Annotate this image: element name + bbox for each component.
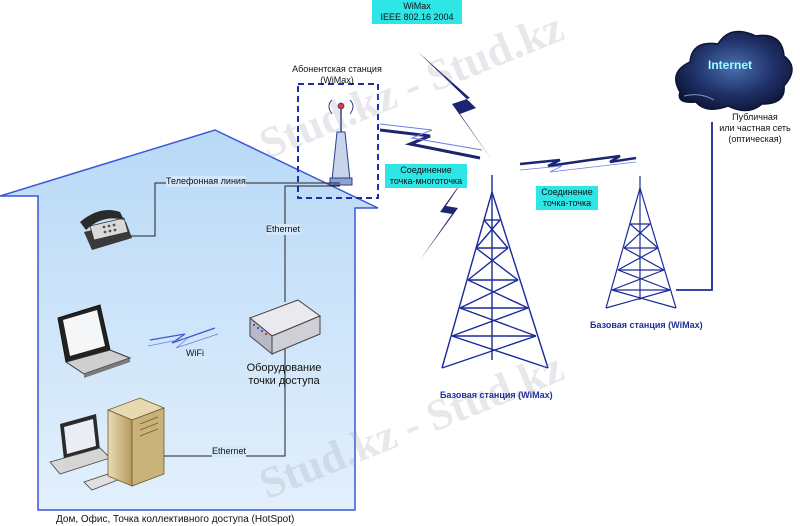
base-station-1-label: Базовая станция (WiMax) — [440, 390, 553, 400]
subscriber-station-label: Абонентская станция (WiMax) — [292, 64, 382, 85]
fiber-link — [676, 122, 713, 291]
ethernet-cable-top — [284, 185, 340, 302]
desktop-computer-icon — [49, 397, 166, 491]
wifi-label: WiFi — [186, 348, 204, 358]
wimax-uplink-bolt — [418, 52, 492, 160]
wimax-title: WiMax — [403, 1, 431, 11]
wifi-link-icon — [147, 327, 219, 349]
network-note: Публичная или частная сеть (оптическая) — [719, 112, 791, 144]
base-station-2-label: Базовая станция (WiMax) — [590, 320, 703, 330]
subscriber-station-frame — [297, 83, 379, 199]
subscriber-link-bolt — [379, 123, 483, 160]
telephone-icon — [80, 209, 132, 250]
subscriber-antenna-icon — [328, 99, 354, 186]
internet-cloud-icon — [675, 30, 793, 112]
access-point-label: Оборудование точки доступа — [246, 362, 322, 387]
house-outline — [0, 129, 379, 511]
wimax-standard-box: WiMax IEEE 802.16 2004 — [372, 0, 462, 24]
ethernet-bottom-label: Ethernet — [212, 446, 247, 457]
wimax-standard: IEEE 802.16 2004 — [380, 12, 454, 22]
ethernet-cable-bottom — [160, 340, 286, 457]
house-caption: Дом, Офис, Точка коллективного доступа (… — [56, 514, 295, 525]
phone-line-label: Телефонная линия — [166, 176, 246, 187]
laptop-icon — [57, 304, 132, 378]
access-point-icon — [249, 299, 322, 356]
point-point-label: Соединение точка-точка — [536, 186, 598, 210]
point-multipoint-label: Соединение точка-многоточка — [385, 164, 467, 188]
base-station-tower-1 — [441, 175, 549, 369]
internet-label: Internet — [708, 58, 753, 72]
phone-line-cable — [128, 182, 340, 237]
point-to-point-bolt — [519, 154, 637, 173]
base-station-tower-2 — [605, 176, 677, 309]
ethernet-top-label: Ethernet — [266, 224, 301, 235]
